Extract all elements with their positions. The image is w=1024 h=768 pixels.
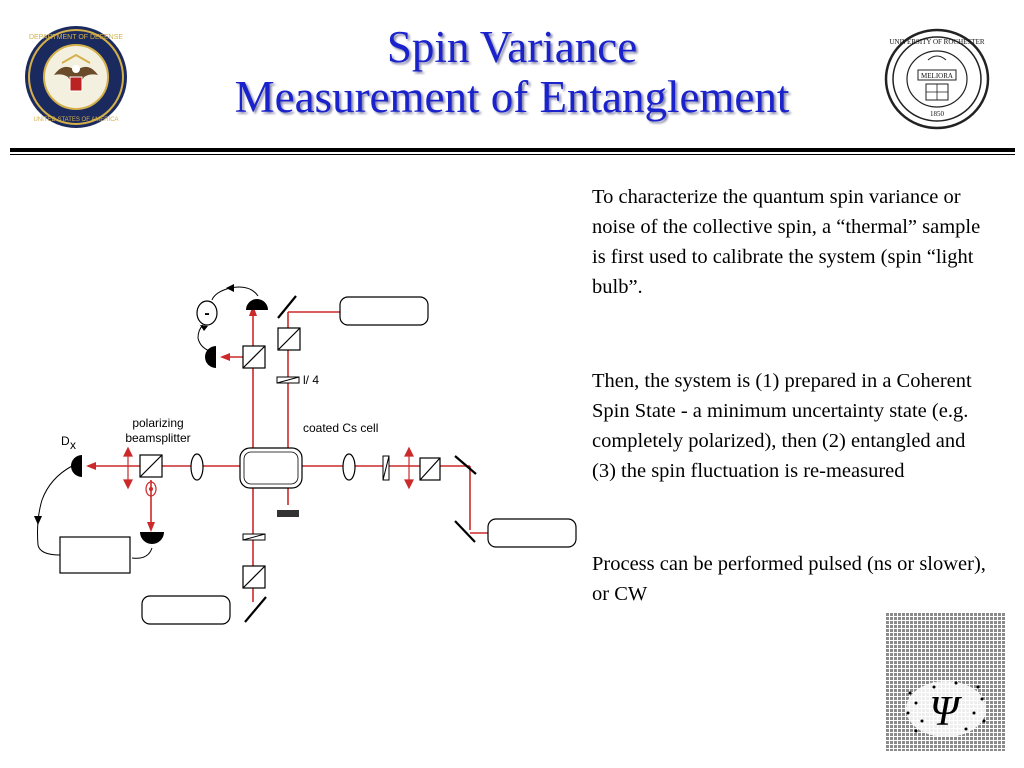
svg-text:UNITED STATES OF AMERICA: UNITED STATES OF AMERICA (33, 117, 118, 123)
beam-dump (277, 510, 299, 517)
beamsplitters (139, 327, 441, 589)
pbs-label-line1: polarizing (132, 416, 183, 430)
minus-sign: - (204, 305, 209, 322)
rochester-year: 1850 (930, 110, 945, 118)
pbs-label-line2: beamsplitter (125, 431, 190, 445)
psi-group-logo: Ψ (886, 613, 1006, 751)
wire-arrowheads (34, 284, 234, 525)
lenses (190, 453, 356, 481)
detector-subscript: x (70, 438, 76, 452)
beam-arrowheads (86, 305, 257, 532)
difference-amplifier: - (196, 300, 218, 326)
title-divider-thin (10, 154, 1015, 155)
slide-title: Spin Variance Measurement of Entanglemen… (150, 22, 874, 122)
svg-text:UNIVERSITY OF ROCHESTER: UNIVERSITY OF ROCHESTER (889, 38, 984, 46)
title-line-2: Measurement of Entanglement (234, 72, 790, 122)
psi-symbol: Ψ (929, 689, 962, 735)
detector-label: D (61, 434, 70, 448)
waveplates (242, 376, 390, 541)
paragraph-calibration: To characterize the quantum spin varianc… (592, 186, 981, 298)
instrument-boxes (59, 296, 577, 625)
rochester-seal-logo: MELIORA 1850 UNIVERSITY OF ROCHESTER (884, 28, 990, 130)
quarter-wave-label: l/ 4 (303, 373, 319, 387)
title-line-1: Spin Variance (386, 22, 638, 72)
mirrors (244, 295, 477, 623)
rochester-motto: MELIORA (921, 72, 953, 80)
optical-setup-diagram: - l/ 4 coated Cs cell polarizing beamspl… (34, 284, 577, 625)
cs-vapor-cell (239, 447, 303, 489)
polarization-arrows (123, 446, 414, 490)
svg-text:DEPARTMENT OF DEFENSE: DEPARTMENT OF DEFENSE (29, 34, 123, 41)
dod-seal-logo: DEPARTMENT OF DEFENSE UNITED STATES OF A… (25, 26, 127, 128)
cs-cell-label: coated Cs cell (303, 421, 378, 435)
polarization-dot-icon (145, 481, 157, 497)
photodetectors (71, 299, 268, 544)
title-divider (10, 148, 1015, 152)
paragraph-procedure: Then, the system is (1) prepared in a Co… (592, 370, 972, 482)
paragraph-process: Process can be performed pulsed (ns or s… (592, 553, 986, 605)
